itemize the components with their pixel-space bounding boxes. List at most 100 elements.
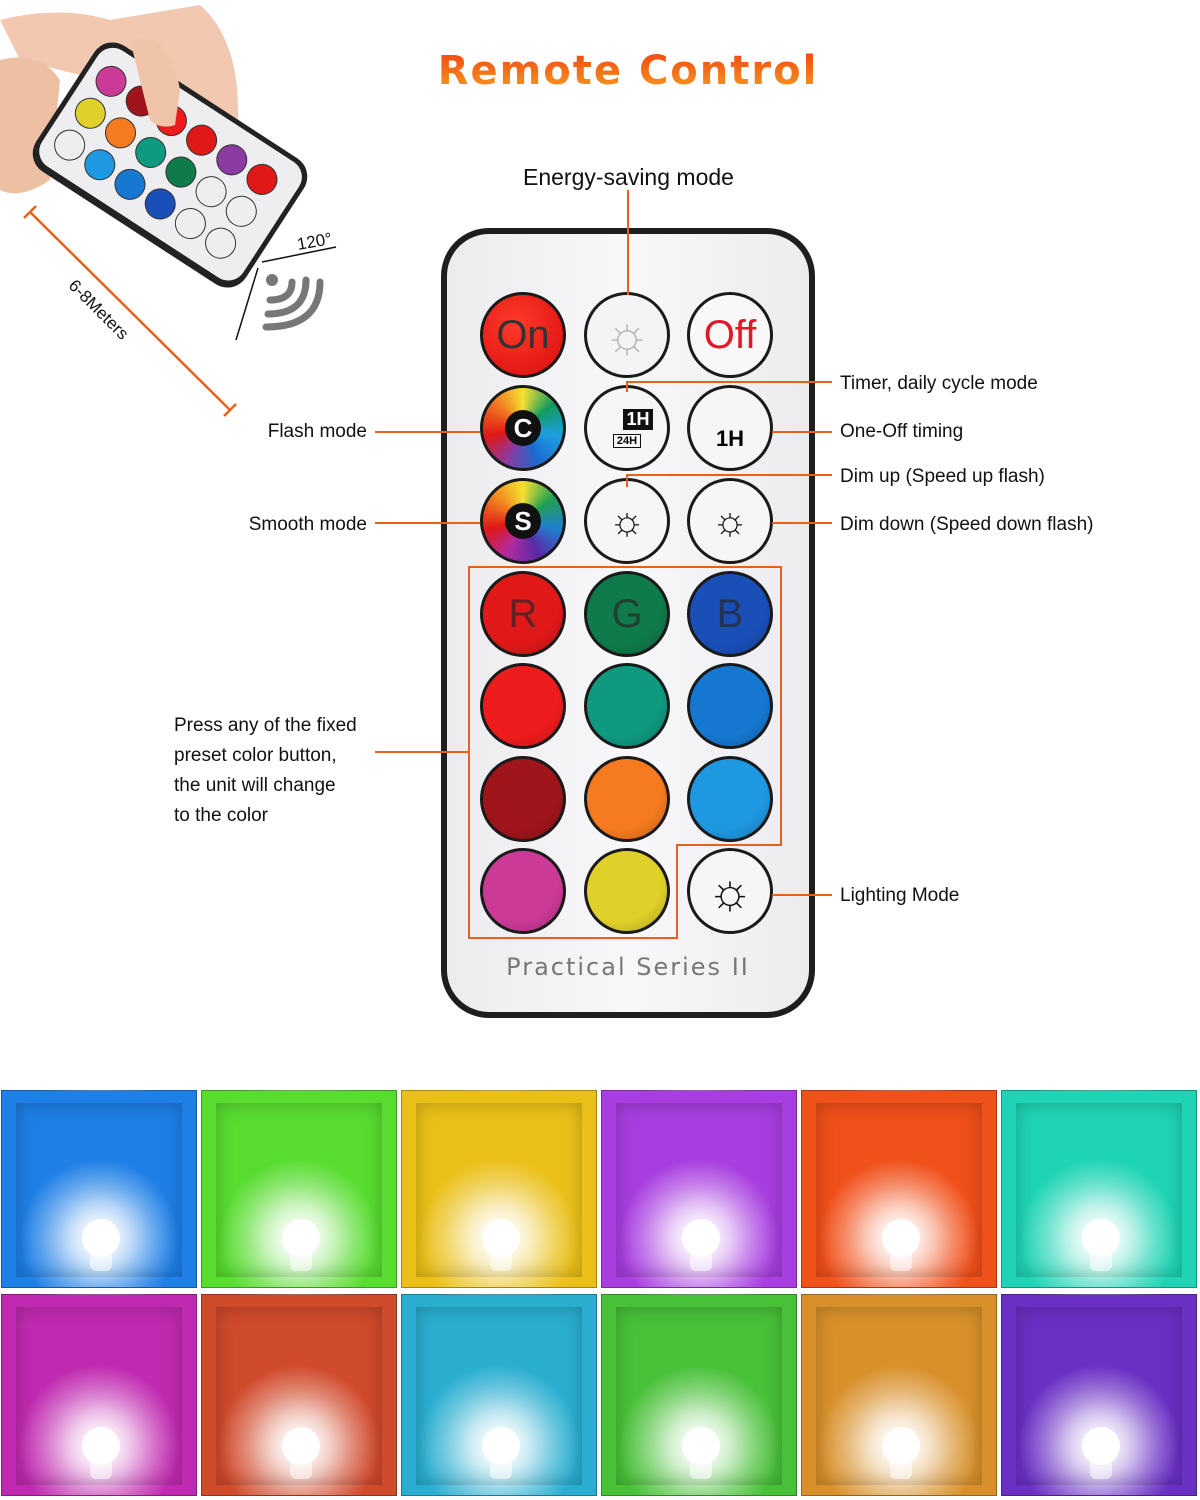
bulb-base xyxy=(1090,1461,1112,1479)
color-demo-tile xyxy=(801,1294,997,1496)
bulb-icon xyxy=(482,1219,520,1257)
mini-button xyxy=(95,65,127,97)
color-demo-tile xyxy=(201,1090,397,1288)
one-off-timer-button[interactable]: 1H xyxy=(687,385,773,471)
sun-icon: ☼ xyxy=(707,863,753,919)
mini-button xyxy=(105,117,137,149)
color-button[interactable] xyxy=(480,848,566,934)
lighting-mode-button[interactable]: ☼ xyxy=(687,848,773,934)
color-button-label: G xyxy=(611,591,643,636)
color-demo-tile xyxy=(401,1090,597,1288)
signal-icon xyxy=(262,274,324,331)
bulb-base xyxy=(290,1253,312,1271)
off-label: Off xyxy=(703,312,757,357)
mini-button xyxy=(186,124,218,156)
color-demo-tile xyxy=(201,1294,397,1496)
color-demo-tile xyxy=(1001,1090,1197,1288)
timer-label: Timer, daily cycle mode xyxy=(840,373,1038,394)
mini-button xyxy=(114,168,146,200)
color-demo-tile xyxy=(1001,1294,1197,1496)
bulb-icon xyxy=(1082,1219,1120,1257)
mini-button xyxy=(165,156,197,188)
dim-down-button[interactable]: ☼ xyxy=(687,478,773,564)
sun-icon: ☼ xyxy=(603,306,651,364)
mini-button xyxy=(246,163,278,195)
color-demo-tile xyxy=(401,1294,597,1496)
flash-label: C xyxy=(505,410,541,446)
off-button[interactable]: Off xyxy=(687,292,773,378)
preset-line: to the color xyxy=(174,805,268,826)
dim-down-icon: ☼ xyxy=(711,498,749,543)
bulb-icon xyxy=(482,1427,520,1465)
bulb-base xyxy=(90,1461,112,1479)
timer-hour-label: 1H xyxy=(623,408,653,430)
bulb-base xyxy=(690,1253,712,1271)
bulb-base xyxy=(1090,1253,1112,1271)
mini-button xyxy=(205,227,237,259)
mini-button xyxy=(174,208,206,240)
smooth-mode-button[interactable]: S xyxy=(480,478,566,564)
mini-button xyxy=(84,149,116,181)
bulb-icon xyxy=(282,1219,320,1257)
color-button[interactable] xyxy=(584,848,670,934)
color-button[interactable] xyxy=(687,663,773,749)
mini-button xyxy=(54,129,86,161)
preset-line: the unit will change xyxy=(174,775,336,796)
energy-saving-button[interactable]: ☼ xyxy=(584,292,670,378)
bulb-icon xyxy=(282,1427,320,1465)
color-demo-tile xyxy=(1,1090,197,1288)
color-button[interactable]: B xyxy=(687,571,773,657)
on-button[interactable]: On xyxy=(480,292,566,378)
mini-button xyxy=(195,176,227,208)
smooth-mode-label: Smooth mode xyxy=(248,514,367,535)
color-button-label: R xyxy=(508,591,538,636)
bulb-base xyxy=(290,1461,312,1479)
color-button[interactable] xyxy=(584,663,670,749)
lighting-mode-label: Lighting Mode xyxy=(840,885,960,906)
bulb-base xyxy=(890,1461,912,1479)
flash-mode-button[interactable]: C xyxy=(480,385,566,471)
bulb-icon xyxy=(682,1219,720,1257)
color-demo-tile xyxy=(1,1294,197,1496)
color-demo-tile xyxy=(601,1090,797,1288)
preset-line: Press any of the fixed xyxy=(174,715,357,736)
bulb-icon xyxy=(82,1427,120,1465)
bulb-icon xyxy=(82,1219,120,1257)
hand-remote-illustration xyxy=(0,5,337,417)
bulb-icon xyxy=(1082,1427,1120,1465)
bulb-icon xyxy=(882,1427,920,1465)
dim-up-label: Dim up (Speed up flash) xyxy=(840,466,1045,487)
energy-saving-label: Energy-saving mode xyxy=(523,164,734,190)
color-button[interactable] xyxy=(480,663,566,749)
color-demo-tile xyxy=(801,1090,997,1288)
flash-mode-label: Flash mode xyxy=(267,421,367,442)
smooth-label: S xyxy=(505,503,541,539)
color-button[interactable] xyxy=(584,756,670,842)
range-line xyxy=(29,211,231,411)
preset-description: Press any of the fixed preset color butt… xyxy=(174,711,357,831)
page-title: Remote Control xyxy=(0,48,1200,94)
mini-button xyxy=(144,188,176,220)
timer-24h-label: 24H xyxy=(612,433,642,448)
color-button-label: B xyxy=(716,591,744,636)
mini-button xyxy=(225,195,257,227)
color-button[interactable]: R xyxy=(480,571,566,657)
mini-button xyxy=(74,97,106,129)
bulb-base xyxy=(490,1253,512,1271)
oneoff-hour-label: 1H xyxy=(715,426,745,451)
dim-up-button[interactable]: ☼ xyxy=(584,478,670,564)
mini-button xyxy=(135,136,167,168)
one-off-label: One-Off timing xyxy=(840,421,964,442)
color-button[interactable] xyxy=(687,756,773,842)
dim-down-label: Dim down (Speed down flash) xyxy=(840,514,1094,535)
color-demo-tile xyxy=(601,1294,797,1496)
bulb-base xyxy=(490,1461,512,1479)
mini-button xyxy=(216,144,248,176)
dim-up-icon: ☼ xyxy=(608,498,646,543)
color-button[interactable] xyxy=(480,756,566,842)
bulb-base xyxy=(690,1461,712,1479)
color-button[interactable]: G xyxy=(584,571,670,657)
preset-line: preset color button, xyxy=(174,745,337,766)
remote-brand: Practical Series II xyxy=(506,953,750,981)
